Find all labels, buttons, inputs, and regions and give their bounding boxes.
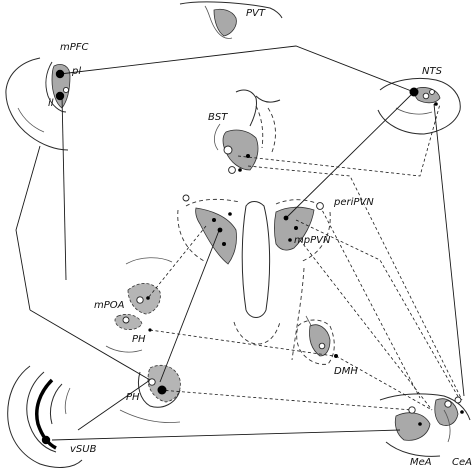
labels: PVT mPFC pl il NTS BST periPVN mpPVN mPO… [48,8,472,468]
label-pl: pl [71,66,81,77]
nts-to-pvn-link [285,91,415,219]
il-injection-dot [55,91,65,101]
dmh-region [309,324,331,357]
label-mpfc: mPFC [60,42,89,53]
pvn-left-dot-1 [212,218,216,222]
mpoa-open-dot [136,296,144,304]
label-nts: NTS [422,66,443,77]
mea-small-dot [418,422,422,426]
label-pvt: PVT [246,8,266,19]
pvn-right-dot-2 [294,226,298,230]
label-il: il [48,98,54,109]
peripvn-open-dot [316,202,324,210]
nts-small-dot [434,102,438,106]
bst-open-dot-1 [223,145,233,155]
ph-to-vsub-link [77,379,151,431]
bst-cea-dashed [247,165,463,401]
pvt-region [213,8,237,37]
third-ventricle [241,201,271,318]
bst-small-dot-2 [238,168,242,172]
label-bst: BST [208,112,228,123]
label-ph-lower: PH [126,392,140,403]
vsub-to-mea-link [51,429,401,441]
nts-section [377,77,461,135]
pvn-right-dot-1 [283,215,289,221]
label-cea: CeA [452,457,472,468]
ph-upper-open-dot [122,316,130,324]
dmh-section [296,319,335,365]
amygdala-section [379,393,471,457]
pvn-left-dot-2 [217,227,223,233]
cea-small-dot [460,410,464,414]
nts-to-cea-link [433,103,465,397]
solid-projections [15,45,465,441]
pvn-left-dot-3 [222,242,226,246]
nts-open-dot-2 [429,89,435,95]
vsub-injection-dot [41,435,51,445]
pl-injection-dot [55,69,65,79]
dmh-mea-dashed [335,355,433,411]
nts-injection-dot [409,87,419,97]
pvn-to-ph-link [159,227,221,383]
cea-open-dot-2 [454,396,462,404]
vsub-section [7,365,83,468]
dashed-projections [147,103,463,411]
ph-amygdala-dashed [159,389,413,411]
bst-open-dot-2 [228,166,236,174]
mpfc-outer-link [15,145,41,311]
pvn-left-dot-4 [228,212,232,216]
ph-dmh-dashed [149,329,335,357]
nts-open-dot-1 [422,92,430,100]
label-dmh: DMH [334,366,358,377]
pvn-left-region [195,207,237,265]
ph-lower-open-dot [148,378,156,386]
bst-region [222,129,259,171]
vsub-dark-band [35,378,57,450]
ph-upper-small-dot [148,328,152,332]
bst-small-dot-1 [246,154,250,158]
label-mea: MeA [410,457,432,468]
cea-open-dot-1 [444,400,452,408]
mpoa-small-dot [146,296,150,300]
pvn-right-dot-3 [288,238,292,242]
mea-region [394,412,431,441]
label-vsub: vSUB [70,444,97,455]
label-ph-upper: PH [132,334,146,345]
hypothalamus-section [233,267,319,361]
ph-lower-injection-dot [157,385,167,395]
pvt-section [179,1,283,39]
mpfc-open-dot [62,86,70,94]
pvn-mpoa-dashed [147,225,207,299]
label-mpoa: mPOA [94,300,125,311]
mea-open-dot [408,406,416,414]
bst-nts-dashed [237,103,441,177]
pvn-left-open-dot [182,194,190,202]
pvn-mea-dashed [299,239,433,411]
ph-lower-section [119,364,181,423]
bst-section [214,89,281,171]
dmh-small-dot [334,354,338,358]
pvn-cea-dashed [295,219,461,401]
mpfc-to-nts-link [59,45,415,93]
dmh-open-dot [318,342,326,350]
mpfc-il-descending-link [61,95,67,281]
label-mppvn: mpPVN [294,235,331,246]
mpoa-region [127,283,161,315]
mpfc-to-ph-link [29,309,151,381]
label-peripvn: periPVN [333,197,374,208]
markers [41,69,464,445]
pvn-section [177,198,331,318]
ph-lower-region [147,364,181,403]
